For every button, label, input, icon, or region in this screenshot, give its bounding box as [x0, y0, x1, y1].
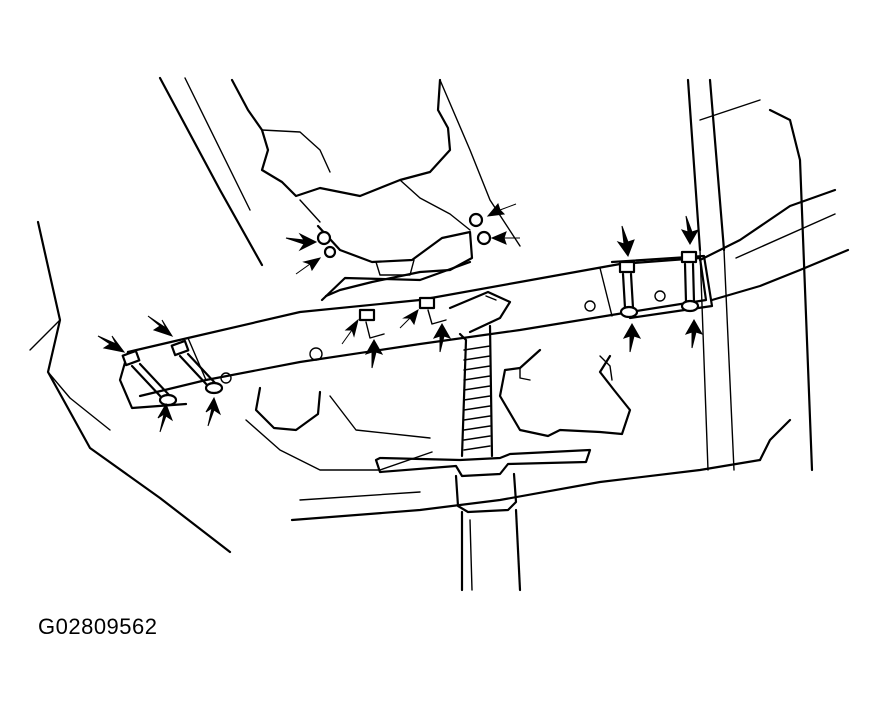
- transmission-jack: [374, 290, 592, 592]
- frame-rails: [686, 78, 850, 472]
- arrow-7: [486, 202, 517, 217]
- arrow-1: [97, 335, 126, 353]
- arrow-15: [622, 322, 642, 353]
- mount-nuts: [316, 212, 492, 339]
- arrow-10: [364, 338, 384, 369]
- bolt-right-outer: [680, 250, 700, 313]
- arrow-6: [295, 257, 322, 275]
- bolt-left-inner: [170, 339, 224, 395]
- arrow-13: [616, 225, 635, 258]
- arrow-4: [205, 396, 222, 427]
- arrow-14: [680, 215, 700, 246]
- transmission-mount: [316, 224, 474, 302]
- arrow-8: [490, 231, 520, 245]
- left-lower-structure: [245, 386, 433, 471]
- lower-bracket: [498, 348, 632, 438]
- transmission-housing: [230, 78, 521, 247]
- bolt-left-outer: [121, 349, 178, 407]
- arrow-3: [157, 402, 174, 433]
- arrow-2: [147, 315, 174, 337]
- bolt-right-inner: [618, 260, 639, 319]
- figure-code-label: G02809562: [38, 614, 158, 639]
- indicator-arrows: [97, 202, 704, 433]
- arrow-5: [285, 232, 318, 252]
- arrow-16: [684, 318, 704, 349]
- crossmember-beam: [118, 254, 714, 410]
- underbody-outline: [29, 76, 792, 554]
- arrow-11: [399, 308, 419, 329]
- arrow-12: [432, 322, 452, 353]
- arrow-9: [341, 318, 359, 345]
